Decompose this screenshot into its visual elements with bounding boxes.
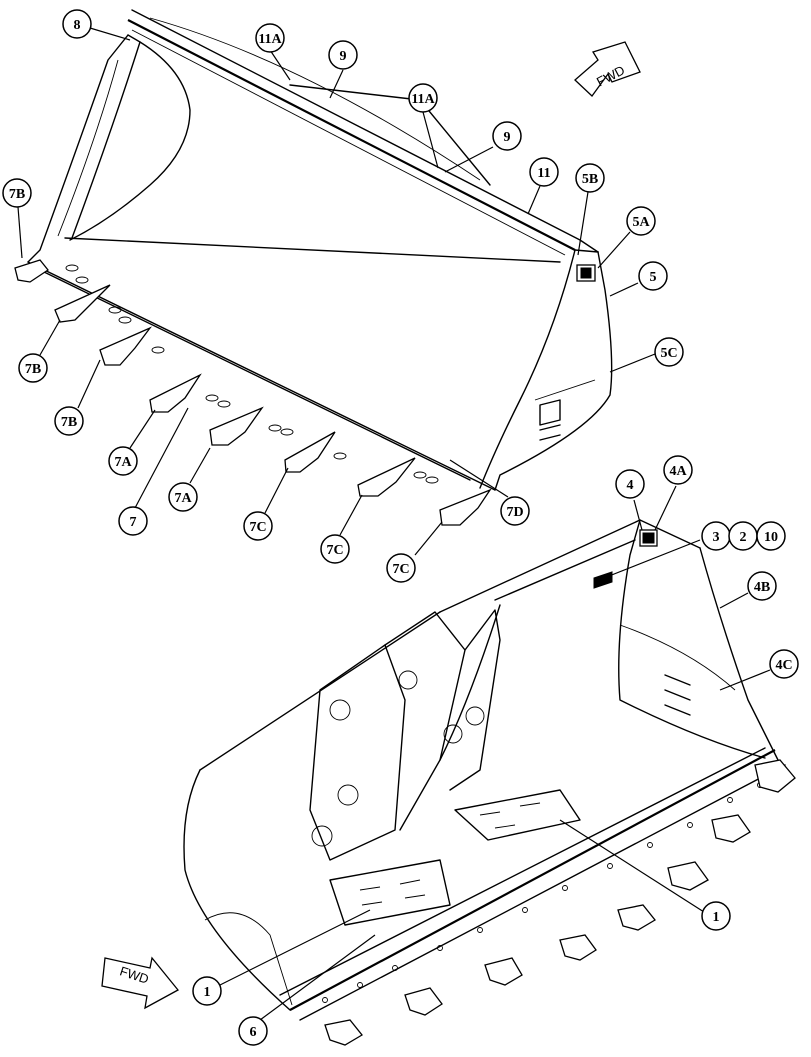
teeth-lower	[324, 759, 796, 1046]
svg-text:7: 7	[130, 515, 137, 530]
svg-text:4A: 4A	[669, 464, 687, 479]
callout-5A: 5A	[626, 206, 656, 236]
leader-lines	[17, 27, 771, 1021]
callout-4C: 4C	[769, 649, 799, 679]
svg-text:4: 4	[627, 478, 634, 493]
callout-6: 6	[238, 1016, 268, 1046]
svg-text:7B: 7B	[9, 187, 25, 202]
svg-text:7C: 7C	[326, 543, 343, 558]
callout-7C-c: 7C	[386, 553, 416, 583]
svg-text:7B: 7B	[61, 415, 77, 430]
svg-text:6: 6	[250, 1025, 257, 1040]
svg-text:11: 11	[537, 166, 550, 181]
callout-5: 5	[638, 261, 668, 291]
callout-7B-a: 7B	[2, 178, 32, 208]
callout-8: 8	[62, 9, 92, 39]
callout-11A-a: 11A	[255, 23, 285, 53]
svg-text:1: 1	[204, 985, 211, 1000]
callout-1-left: 1	[192, 976, 222, 1006]
callout-3: 3	[701, 521, 731, 551]
callout-7B-b: 7B	[18, 353, 48, 383]
callout-4B: 4B	[747, 571, 777, 601]
fwd-arrow-upper: FWD	[574, 41, 641, 97]
callout-7D: 7D	[500, 496, 530, 526]
callout-4: 4	[615, 469, 645, 499]
teeth-upper	[14, 259, 492, 526]
callout-9-a: 9	[328, 40, 358, 70]
svg-text:7B: 7B	[25, 362, 41, 377]
callout-7C-b: 7C	[320, 534, 350, 564]
svg-text:7A: 7A	[114, 455, 132, 470]
callout-11A-b: 11A	[408, 83, 438, 113]
fwd-arrow-lower: FWD	[101, 956, 179, 1010]
svg-text:4C: 4C	[775, 658, 792, 673]
callout-7C-a: 7C	[243, 511, 273, 541]
svg-text:7A: 7A	[174, 491, 192, 506]
callout-7: 7	[118, 506, 148, 536]
wear-plates	[329, 789, 581, 926]
callout-7B-c: 7B	[54, 406, 84, 436]
svg-text:7C: 7C	[392, 562, 409, 577]
svg-text:10: 10	[764, 530, 778, 545]
callout-5C: 5C	[654, 337, 684, 367]
svg-text:11A: 11A	[411, 92, 435, 107]
svg-text:9: 9	[504, 130, 511, 145]
callout-10: 10	[756, 521, 786, 551]
callout-9-b: 9	[492, 121, 522, 151]
bolt-holes-upper	[65, 264, 439, 484]
mounting-brackets	[309, 604, 501, 861]
callout-7A-a: 7A	[108, 446, 138, 476]
svg-text:5B: 5B	[582, 172, 598, 187]
svg-text:1: 1	[713, 910, 720, 925]
callout-5B: 5B	[575, 163, 605, 193]
svg-text:9: 9	[340, 49, 347, 64]
callout-2: 2	[728, 521, 758, 551]
svg-text:7D: 7D	[506, 505, 523, 520]
upper-bucket	[14, 9, 613, 526]
svg-text:3: 3	[713, 530, 720, 545]
callout-1-right: 1	[701, 901, 731, 931]
callout-11: 11	[529, 157, 559, 187]
callout-4A: 4A	[663, 455, 693, 485]
svg-text:2: 2	[740, 530, 747, 545]
svg-text:5C: 5C	[660, 346, 677, 361]
svg-text:5A: 5A	[632, 215, 650, 230]
callout-7A-b: 7A	[168, 482, 198, 512]
svg-text:11A: 11A	[258, 32, 282, 47]
svg-text:8: 8	[74, 18, 81, 33]
lower-bucket	[183, 519, 796, 1046]
svg-text:5: 5	[650, 270, 657, 285]
svg-text:4B: 4B	[754, 580, 770, 595]
svg-text:7C: 7C	[249, 520, 266, 535]
